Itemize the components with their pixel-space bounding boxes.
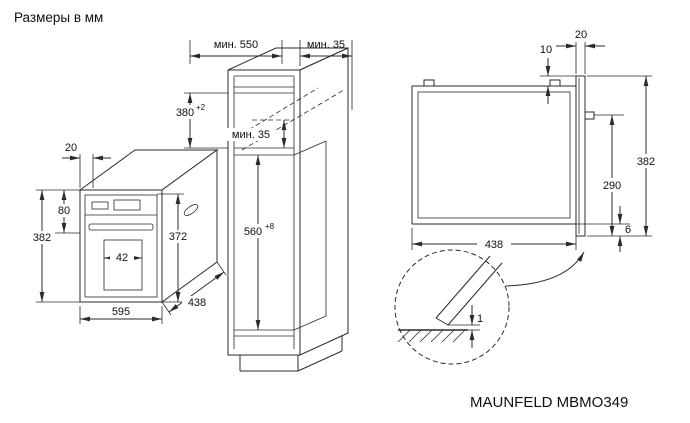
dimension-label-niche-width: 560 xyxy=(244,226,262,238)
drawing-title: Размеры в мм xyxy=(14,10,103,25)
side-body xyxy=(411,85,577,225)
detail-view: 1 xyxy=(394,249,585,365)
dimension-label-side-bottom-gap: 6 xyxy=(625,224,631,236)
oven-front-frame xyxy=(84,194,158,298)
oven-side-view xyxy=(411,75,595,237)
dimension-label-front-width: 595 xyxy=(112,306,130,318)
detail-door-bottom xyxy=(435,317,449,326)
dimension-label-side-total-height: 382 xyxy=(637,156,655,168)
dimension-label-side-top-gap: 10 xyxy=(540,44,552,56)
side-view-dimensions: 20 10 382 290 6 438 xyxy=(411,29,661,252)
dimension-label-front-top-frame: 20 xyxy=(65,142,77,154)
dimension-label-side-mount-height: 290 xyxy=(603,180,621,192)
dimension-label-front-door-height: 372 xyxy=(169,231,187,243)
dimension-tolerance-niche-width: +8 xyxy=(265,222,275,231)
oven-side-vent xyxy=(183,204,199,216)
model-label: MAUNFELD MBMO349 xyxy=(470,394,628,411)
detail-leader-arrow xyxy=(505,251,585,287)
side-top-standoff xyxy=(423,79,435,87)
cabinet-dimensions: мин. 550 мин. 35 380 +2 мин. 35 560 +8 xyxy=(168,39,353,330)
vent-path-line xyxy=(241,87,319,135)
oven-3d-view xyxy=(78,149,219,303)
detail-floor-hatching xyxy=(397,329,466,343)
dimension-label-door-floor-gap: 1 xyxy=(477,313,483,325)
oven-door-handle xyxy=(88,223,154,231)
side-body-inner xyxy=(417,91,571,219)
dimension-label-niche-height: 380 xyxy=(176,107,194,119)
dimension-label-door-thickness: 20 xyxy=(575,29,587,41)
dimension-label-front-upper-height: 80 xyxy=(58,205,70,217)
cabinet-view xyxy=(227,47,349,372)
dimension-label-front-total-height: 382 xyxy=(33,232,51,244)
cabinet-front-face xyxy=(227,69,301,356)
side-mounting-latch xyxy=(584,111,595,120)
dimension-label-front-window: 42 xyxy=(116,252,128,264)
oven-display xyxy=(113,199,141,211)
dimension-label-front-depth: 438 xyxy=(188,297,206,309)
oven-control-buttons xyxy=(91,201,109,210)
detail-door-edge xyxy=(447,262,503,326)
cabinet-side-face xyxy=(299,47,349,356)
oven-3d-dimensions: 20 80 382 372 42 595 438 xyxy=(29,142,227,324)
dimension-label-min-rear-gap: мин. 35 xyxy=(232,129,270,141)
dimension-tolerance-niche-height: +2 xyxy=(196,103,206,112)
side-door xyxy=(575,75,586,237)
detail-circle xyxy=(394,249,510,365)
side-top-standoff xyxy=(549,79,561,87)
dimension-label-min-depth: мин. 550 xyxy=(214,39,258,51)
dimension-label-min-top-gap: мин. 35 xyxy=(307,39,345,51)
dimension-label-side-depth: 438 xyxy=(485,239,503,251)
detail-door-edge xyxy=(435,255,491,319)
oven-door-window xyxy=(103,239,143,291)
